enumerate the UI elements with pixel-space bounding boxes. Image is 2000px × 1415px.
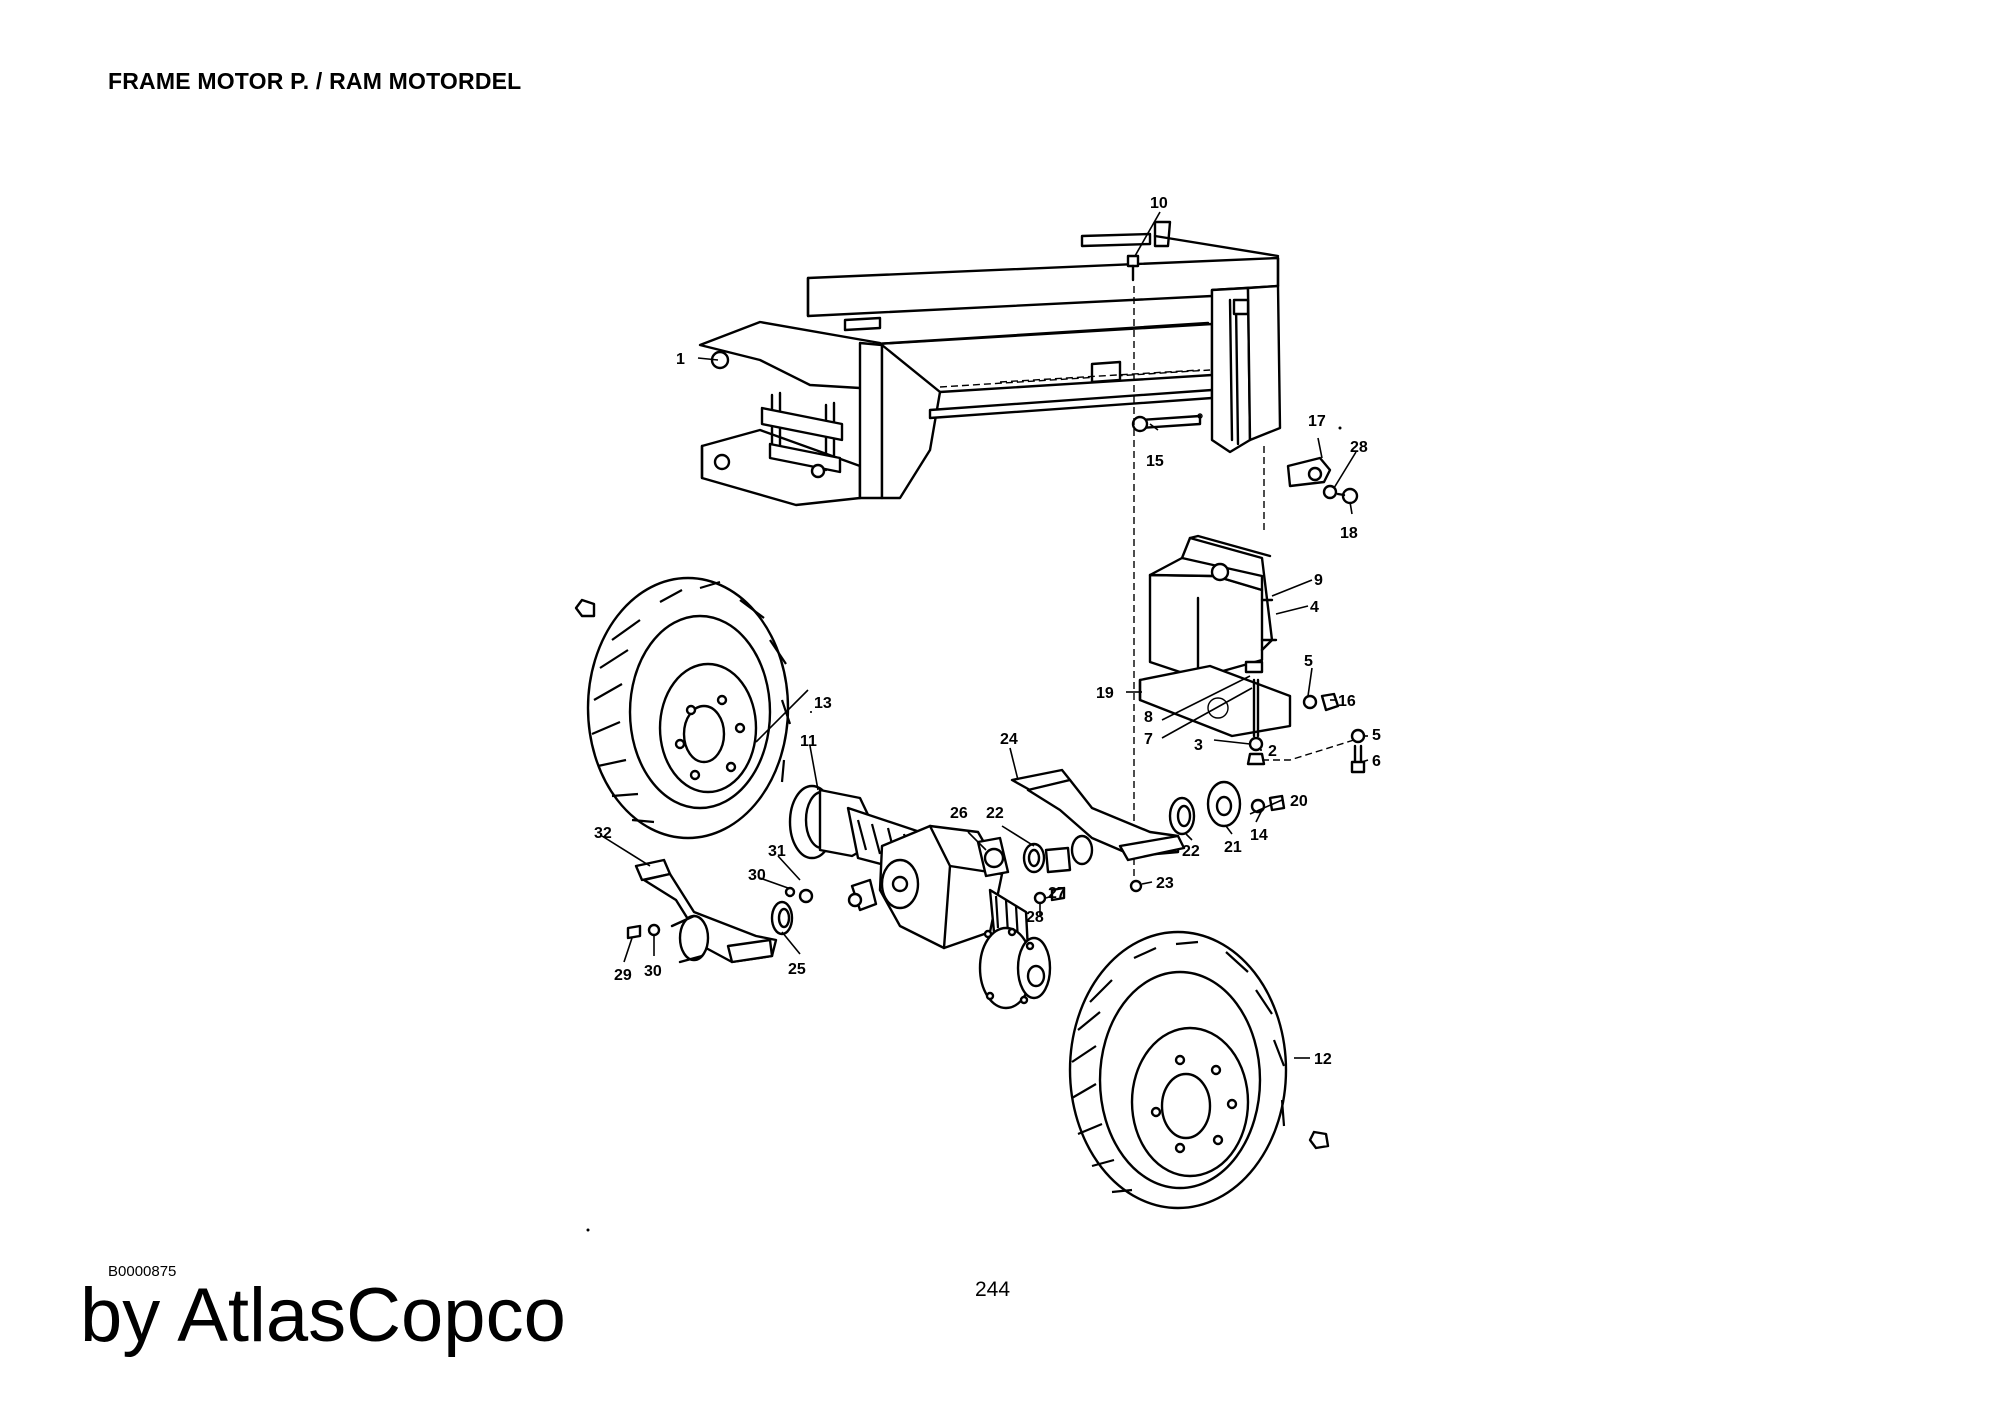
callout-13: 13 (814, 695, 832, 712)
callout-32: 32 (594, 825, 612, 842)
bearing-parts (976, 834, 1094, 905)
callout-10: 10 (1150, 195, 1168, 212)
callout-6: 6 (1372, 753, 1381, 770)
brand-watermark: by AtlasCopco (80, 1273, 566, 1358)
callout-3: 3 (1194, 737, 1203, 754)
callout-9: 9 (1314, 572, 1323, 589)
callout-24: 24 (1000, 731, 1018, 748)
callout-22-left: 22 (986, 805, 1004, 822)
bracket-32 (626, 858, 814, 964)
callout-19: 19 (1096, 685, 1114, 702)
callout-26: 26 (950, 805, 968, 822)
right-flange-parts (1129, 780, 1286, 893)
frame-assembly (698, 220, 1282, 507)
callout-11: 11 (800, 733, 817, 750)
callout-31: 31 (768, 843, 786, 860)
callout-1: 1 (676, 351, 685, 368)
page-number: 244 (975, 1278, 1011, 1301)
wheel-12 (1068, 930, 1330, 1210)
callouts: 1 10 15 17 28 18 9 4 5 16 19 8 7 3 2 5 6… (594, 195, 1381, 1068)
wheel-13 (574, 576, 792, 840)
callout-8: 8 (1144, 709, 1153, 726)
callout-20: 20 (1290, 793, 1308, 810)
callout-30-upper: 30 (748, 867, 766, 884)
callout-22-right: 22 (1182, 843, 1200, 860)
callout-16: 16 (1338, 693, 1356, 710)
drawing-code: B0000875 (108, 1263, 177, 1280)
page-title: FRAME MOTOR P. / RAM MOTORDEL (108, 68, 522, 94)
callout-12: 12 (1314, 1051, 1332, 1068)
callout-21: 21 (1224, 839, 1242, 856)
callout-14: 14 (1250, 827, 1268, 844)
callout-29: 29 (614, 967, 632, 984)
callout-17: 17 (1308, 413, 1326, 430)
callout-4: 4 (1310, 599, 1319, 616)
callout-25: 25 (788, 961, 806, 978)
callout-28-lower: 28 (1026, 909, 1044, 926)
axle-assembly (788, 784, 1052, 1010)
callout-28-upper: 28 (1350, 439, 1368, 456)
callout-27: 27 (1048, 885, 1066, 902)
callout-23: 23 (1156, 875, 1174, 892)
callout-5-upper: 5 (1304, 653, 1313, 670)
callout-18: 18 (1340, 525, 1358, 542)
tank-assembly (1138, 534, 1366, 774)
callout-15: 15 (1146, 453, 1164, 470)
bracket-24 (1010, 768, 1186, 862)
frame-bolts (1126, 254, 1359, 505)
callout-7: 7 (1144, 731, 1153, 748)
callout-2: 2 (1268, 743, 1277, 760)
callout-30-lower: 30 (644, 963, 662, 980)
callout-5-lower: 5 (1372, 727, 1381, 744)
